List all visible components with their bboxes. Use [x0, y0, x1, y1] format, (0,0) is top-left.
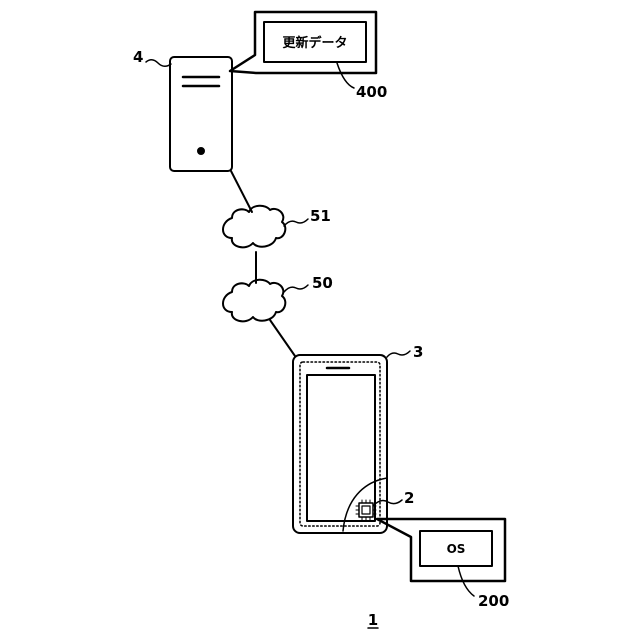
leader-51 — [284, 219, 308, 226]
label-os-ref: 200 — [478, 592, 509, 610]
label-update-data-ref: 400 — [356, 83, 387, 101]
leader-50 — [284, 285, 308, 292]
os-box-text: OS — [447, 542, 466, 556]
update-data-box-text: 更新データ — [282, 35, 347, 51]
server-tower-icon — [170, 57, 232, 171]
leader-400 — [337, 63, 354, 88]
link-cloud50-phone — [270, 320, 295, 356]
label-terminal: 3 — [413, 343, 423, 361]
os-callout — [377, 519, 505, 581]
label-chip: 2 — [404, 489, 414, 507]
ic-chip-icon — [356, 500, 376, 520]
label-server: 4 — [133, 48, 143, 66]
leader-3 — [387, 351, 410, 357]
leader-4 — [146, 60, 171, 67]
network-cloud-51-icon — [223, 206, 285, 248]
figure-number: 1 — [368, 611, 378, 629]
label-network-upper: 51 — [310, 207, 331, 225]
network-cloud-50-icon — [223, 280, 285, 322]
link-server-cloud51 — [231, 171, 252, 212]
label-network-lower: 50 — [312, 274, 333, 292]
